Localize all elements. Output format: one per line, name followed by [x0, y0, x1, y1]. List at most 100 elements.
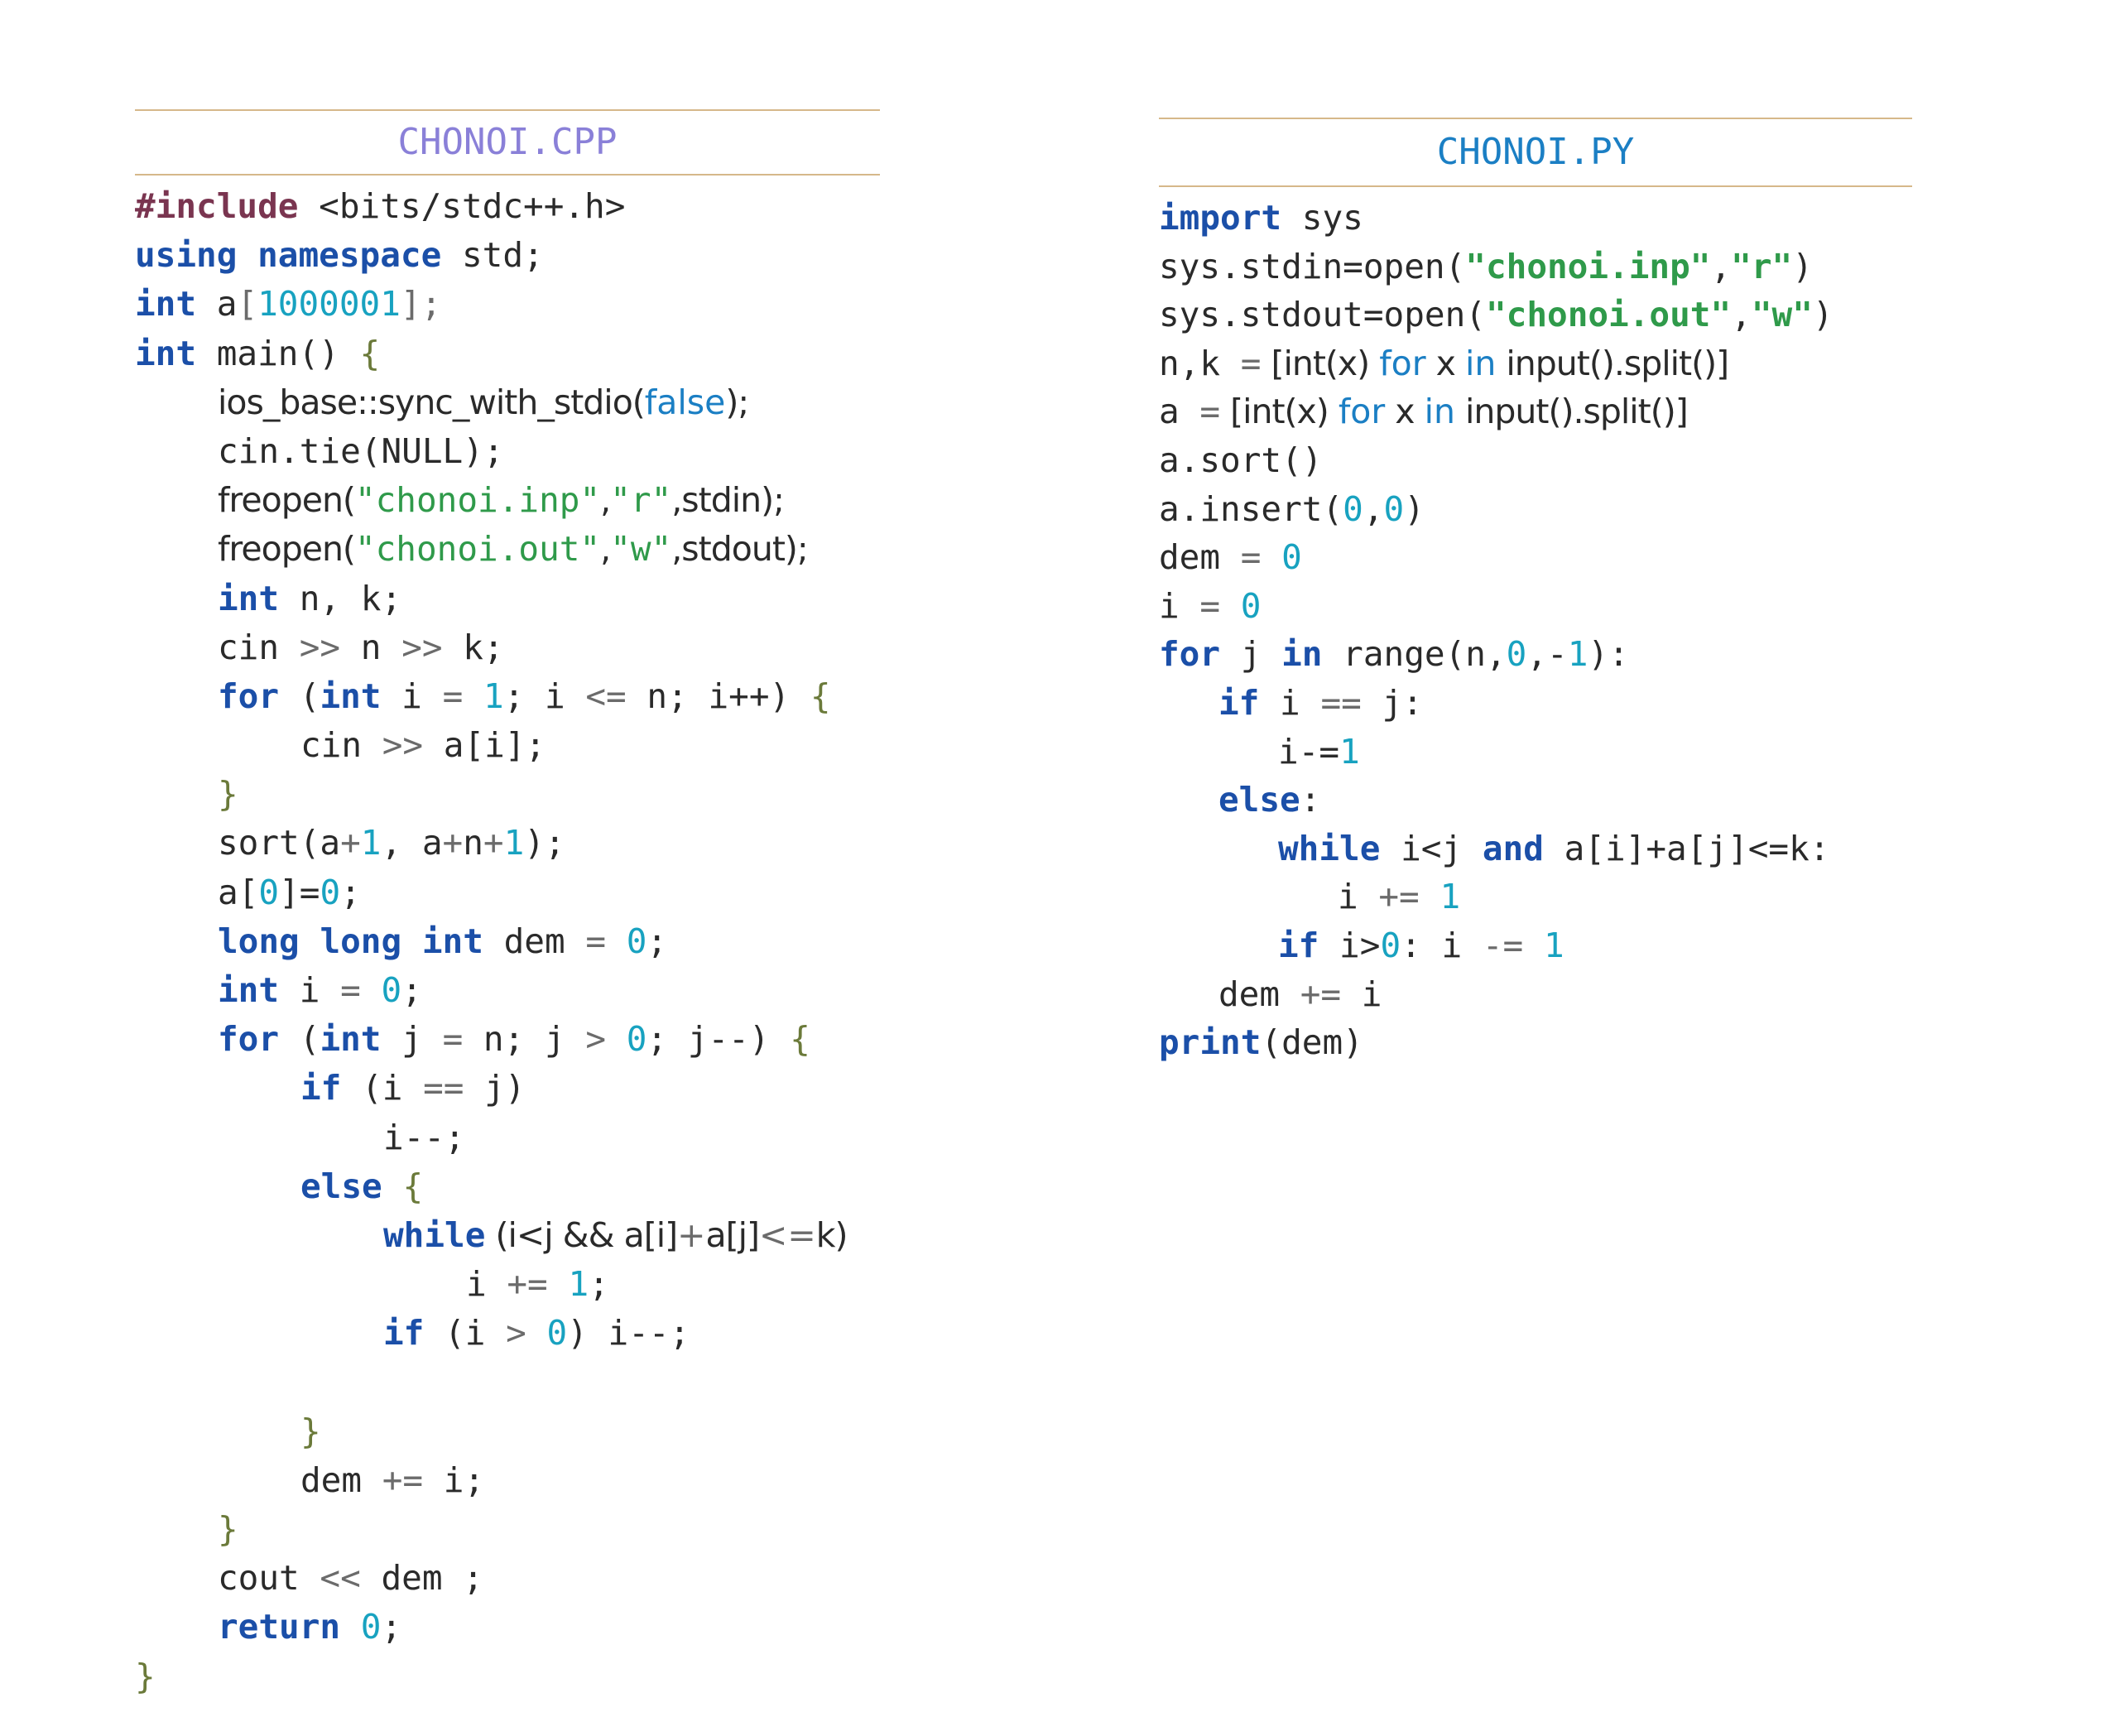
py-code-token: i [1338, 877, 1379, 917]
py-code-token: i> [1319, 925, 1381, 965]
cpp-code-line: int n, k; [135, 575, 880, 623]
cpp-code-token: } [218, 774, 238, 815]
py-code-token: i-= [1278, 731, 1340, 772]
py-code-token: , [1363, 488, 1384, 529]
py-code-token: i [1159, 585, 1200, 626]
py-code-token: in [1424, 392, 1455, 432]
py-title-top-rule [1159, 118, 1912, 119]
cpp-code-token: ) i--; [567, 1313, 690, 1354]
cpp-code-token: j [381, 1019, 443, 1060]
cpp-code-token: freopen( [218, 529, 356, 570]
cpp-code-token: >> [382, 725, 424, 766]
py-code-token: else [1218, 780, 1300, 820]
cpp-code-token: if [300, 1068, 342, 1108]
py-code-token: x [1385, 392, 1425, 432]
py-code-token: = [1240, 343, 1262, 383]
py-code-token: += [1300, 974, 1342, 1014]
cpp-title-bottom-rule [135, 174, 880, 176]
cpp-code-token: 1 [503, 823, 525, 863]
py-code-token: in [1281, 634, 1323, 675]
cpp-code-token: cout [218, 1558, 320, 1599]
py-code-token: sys.stdin=open( [1159, 246, 1466, 286]
cpp-code-line: cout << dem ; [135, 1554, 880, 1603]
py-code-token: and [1482, 828, 1544, 868]
py-code-token: for [1379, 343, 1426, 383]
py-code-token: "w" [1751, 295, 1813, 335]
cpp-code-line: cin >> a[i]; [135, 721, 880, 770]
cpp-code-token: ]; [400, 284, 442, 325]
py-code-token: "chonoi.inp" [1465, 246, 1711, 286]
cpp-code-token: <bits/stdc++.h> [298, 186, 626, 226]
cpp-code-token: , [600, 480, 611, 521]
cpp-code-token: freopen( [218, 480, 356, 521]
py-code-token: += [1378, 877, 1420, 917]
cpp-code-token: ,stdin); [671, 480, 785, 521]
py-code-token: import [1159, 198, 1282, 238]
py-code-token: x [1425, 343, 1465, 383]
cpp-code-token: << [320, 1558, 361, 1599]
py-code-line: sys.stdin=open("chonoi.inp","r") [1159, 243, 1912, 291]
cpp-code-token: ; [589, 1264, 609, 1305]
py-code-line: i-=1 [1159, 728, 1912, 777]
cpp-code-line: for (int i = 1; i <= n; i++) { [135, 672, 880, 721]
py-code-token: a.insert( [1159, 488, 1343, 529]
cpp-code-line: else { [135, 1162, 880, 1211]
py-code-line: if i>0: i -= 1 [1159, 921, 1912, 970]
cpp-code-line [135, 1359, 880, 1407]
cpp-code-token [237, 235, 257, 275]
py-code-token: in [1464, 343, 1497, 383]
py-code-token: ) [1404, 488, 1425, 529]
py-code-token: , [1731, 295, 1752, 335]
cpp-code-line: } [135, 1505, 880, 1554]
cpp-code-token: long [320, 921, 402, 961]
cpp-code-token: cin.tie(NULL); [218, 430, 504, 471]
cpp-code-line: if (i == j) [135, 1064, 880, 1113]
cpp-code-token: i; [423, 1459, 485, 1500]
cpp-code-token: cin [300, 725, 382, 766]
py-code-token: = [1199, 392, 1221, 432]
py-code-token: == [1320, 682, 1362, 723]
cpp-code-token: ; [401, 970, 422, 1010]
py-code-token [1420, 877, 1440, 916]
cpp-code-block: #include <bits/stdc++.h>using namespace … [135, 182, 880, 1701]
py-code-token: 1 [1567, 634, 1589, 675]
cpp-code-token: += [382, 1459, 424, 1500]
cpp-code-token: for [218, 1019, 280, 1060]
cpp-code-line: i--; [135, 1113, 880, 1162]
cpp-file-title: CHONOI.CPP [397, 121, 618, 163]
py-code-token: a[i]+a[j]<=k: [1543, 828, 1830, 868]
py-code-token: 0 [1383, 488, 1405, 529]
cpp-code-line: cin >> n >> k; [135, 623, 880, 672]
py-code-token: n,k [1159, 343, 1241, 383]
cpp-code-token: 1 [568, 1264, 589, 1305]
py-code-token: , [1710, 246, 1732, 286]
cpp-code-token: ( [279, 1019, 320, 1060]
py-code-token: sys.stdout=open( [1159, 295, 1486, 335]
py-code-token: ,- [1526, 634, 1568, 675]
cpp-code-token: using [135, 235, 238, 276]
py-file-title: CHONOI.PY [1436, 131, 1635, 173]
cpp-code-line: freopen("chonoi.out","w",stdout); [135, 525, 880, 574]
cpp-code-token: = [442, 676, 464, 716]
cpp-code-token: ); [524, 823, 565, 863]
cpp-code-token: 0 [546, 1313, 568, 1354]
cpp-code-token: "r" [610, 480, 672, 521]
py-code-token: i<j [1380, 828, 1483, 868]
py-code-line: dem = 0 [1159, 533, 1912, 582]
cpp-code-token: if [383, 1313, 425, 1354]
cpp-code-token: 0 [626, 921, 647, 961]
cpp-code-token [526, 1313, 547, 1353]
cpp-code-token: { [810, 676, 831, 716]
cpp-code-line: } [135, 1407, 880, 1456]
cpp-code-line: cin.tie(NULL); [135, 427, 880, 476]
py-code-token: 0 [1240, 585, 1262, 626]
py-code-token: -= [1482, 925, 1524, 965]
py-code-token: for [1159, 634, 1221, 675]
cpp-code-line: freopen("chonoi.inp","r",stdin); [135, 476, 880, 525]
cpp-code-token: int [135, 333, 197, 373]
cpp-code-token: i--; [383, 1117, 465, 1157]
cpp-code-line: while (i<j && a[i]+a[j]<=k) [135, 1211, 880, 1260]
cpp-code-token: int [218, 970, 280, 1010]
cpp-code-token: n; i++) [626, 676, 810, 716]
